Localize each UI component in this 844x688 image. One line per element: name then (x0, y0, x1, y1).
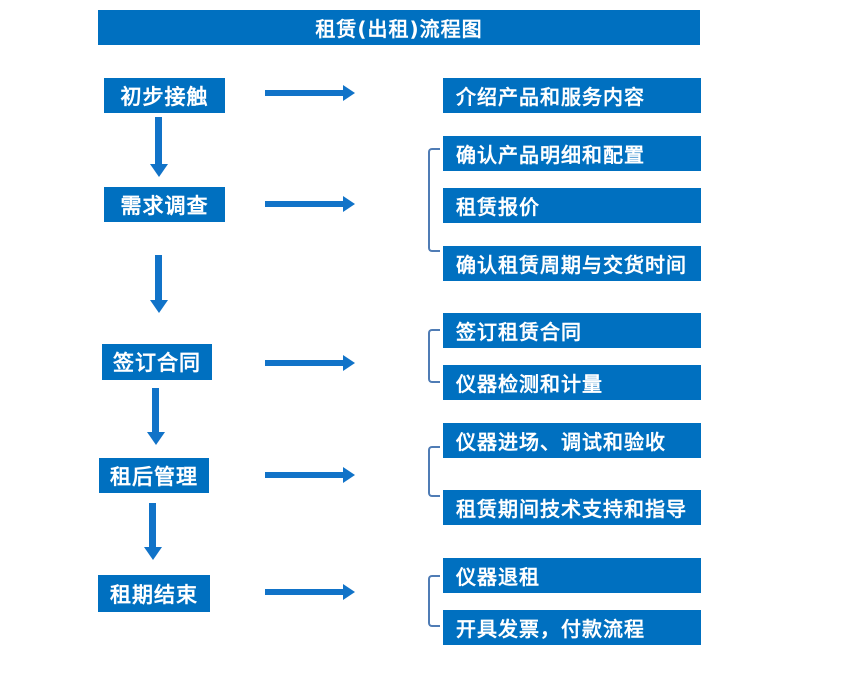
group-bracket-4 (428, 575, 440, 627)
detail-box-confirm-product-details: 确认产品明细和配置 (443, 136, 701, 171)
detail-box-invoice-payment: 开具发票，付款流程 (443, 610, 701, 645)
flow-arrow-right-5 (265, 584, 355, 600)
stage-box-contract-signing: 签订合同 (102, 344, 212, 380)
stage-box-post-rental-management: 租后管理 (99, 458, 209, 493)
stage-box-lease-end: 租期结束 (98, 575, 210, 612)
detail-box-technical-support: 租赁期间技术支持和指导 (443, 490, 701, 525)
detail-box-rental-quote: 租赁报价 (443, 188, 701, 223)
flow-arrow-right-1 (265, 85, 355, 101)
flow-arrow-right-2 (265, 196, 355, 212)
flow-arrow-down-1 (149, 117, 168, 177)
detail-box-sign-rental-contract: 签订租赁合同 (443, 313, 701, 348)
group-bracket-2 (428, 329, 440, 383)
detail-box-instrument-testing: 仪器检测和计量 (443, 365, 701, 400)
flowchart-title: 租赁(出租)流程图 (98, 10, 700, 45)
flow-arrow-down-2 (149, 255, 168, 313)
group-bracket-3 (428, 446, 440, 497)
detail-box-instrument-setup-acceptance: 仪器进场、调试和验收 (443, 423, 701, 458)
detail-box-confirm-rental-period: 确认租赁周期与交货时间 (443, 246, 701, 281)
flow-arrow-down-3 (146, 388, 165, 445)
detail-box-introduce-products: 介绍产品和服务内容 (443, 78, 701, 113)
stage-box-initial-contact: 初步接触 (104, 78, 225, 113)
flow-arrow-down-4 (143, 503, 162, 560)
flow-arrow-right-4 (265, 467, 355, 483)
stage-box-demand-survey: 需求调查 (104, 187, 225, 222)
group-bracket-1 (428, 148, 440, 252)
detail-box-instrument-return: 仪器退租 (443, 558, 701, 593)
flow-arrow-right-3 (265, 355, 355, 371)
